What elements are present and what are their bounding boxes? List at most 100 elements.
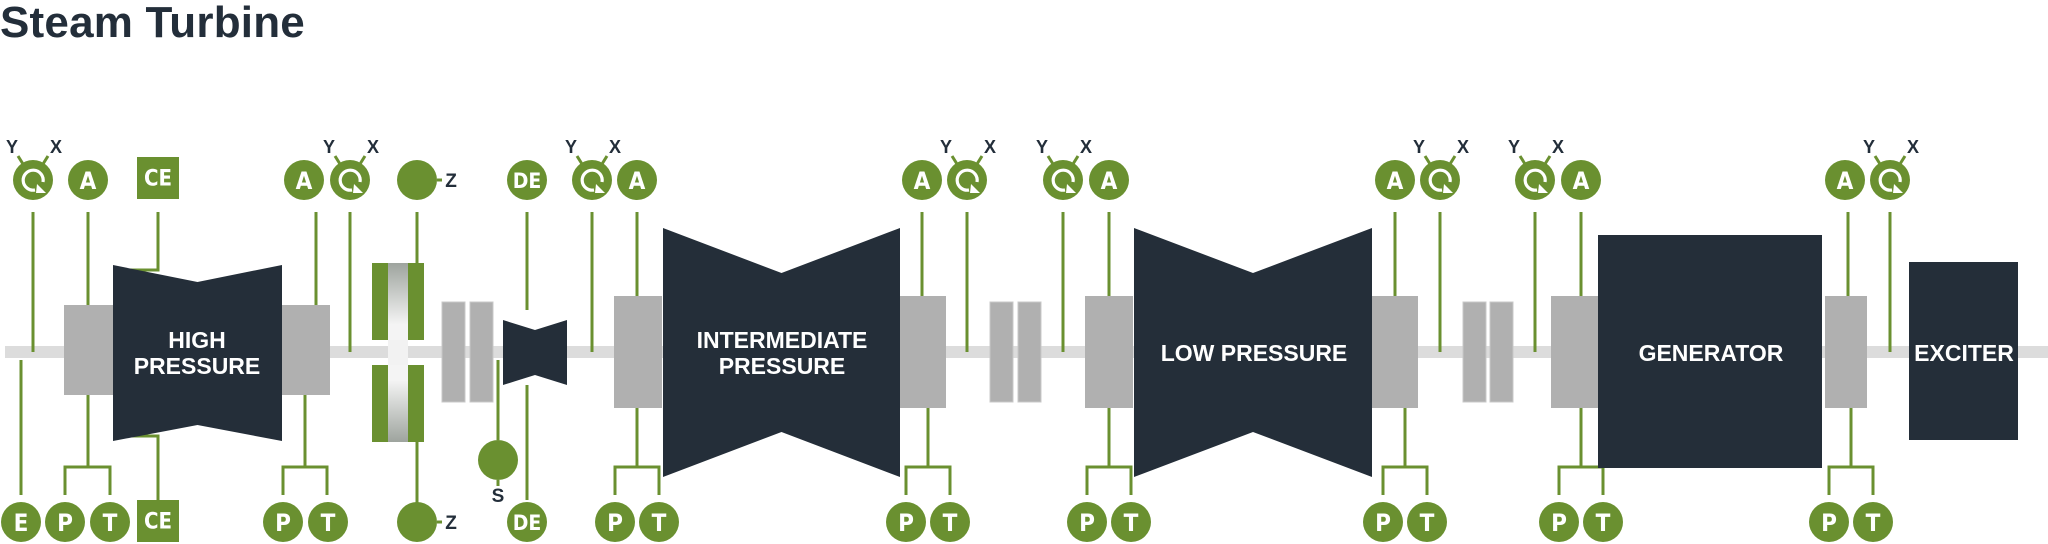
sensor-p[interactable]: P [1067, 502, 1107, 542]
sensor-a[interactable]: A [1375, 160, 1415, 200]
sensor-p-circle [595, 502, 635, 542]
sensor-a[interactable]: A [1089, 160, 1129, 200]
sensor-a[interactable]: A [284, 160, 324, 200]
bearing-ip-left [614, 296, 662, 408]
sensor-a-label: A [1101, 167, 1118, 195]
sensor-ce-top-box [137, 157, 179, 199]
rotation-arrowhead-icon [1893, 184, 1903, 193]
sensor-t[interactable]: T [308, 502, 348, 542]
rotation-icon [338, 168, 362, 192]
axis-label-y: Y [940, 137, 952, 157]
sensor-line-ce-bottom [118, 434, 160, 500]
sensor-p-label: P [1821, 509, 1837, 537]
pump-turbine [503, 320, 567, 385]
sensor-p-label: P [57, 509, 73, 537]
axis-label-z: Z [445, 513, 457, 534]
sensor-a[interactable]: A [68, 160, 108, 200]
x-probe-icon [1448, 155, 1457, 165]
sensor-z-bottom[interactable]: Z [397, 502, 457, 542]
sensor-t-circle [1407, 502, 1447, 542]
component-label-ip: PRESSURE [719, 353, 846, 379]
coupling-hp-ip-a [441, 301, 466, 403]
sensor-p[interactable]: P [1809, 502, 1849, 542]
sensor-ce-bottom[interactable]: CE [137, 500, 179, 542]
sensor-de-top-label: DE [513, 169, 542, 193]
sensor-p[interactable]: P [1539, 502, 1579, 542]
sensor-t[interactable]: T [1583, 502, 1623, 542]
sensor-p-label: P [1375, 509, 1391, 537]
sensor-p-label: P [275, 509, 291, 537]
sensor-a-circle [902, 160, 942, 200]
sensor-a[interactable]: A [902, 160, 942, 200]
sensor-p-label: P [607, 509, 623, 537]
sensor-de-bottom-label: DE [513, 511, 542, 535]
sensor-p[interactable]: P [595, 502, 635, 542]
sensor-t-circle [930, 502, 970, 542]
sensor-line-pt-fork [1381, 465, 1429, 495]
sensor-line-pt-fork [1827, 465, 1875, 495]
sensor-p[interactable]: P [1363, 502, 1403, 542]
sensor-p-circle [886, 502, 926, 542]
sensor-a[interactable]: A [617, 160, 657, 200]
rotation-arrowhead-icon [970, 184, 980, 193]
sensor-de-bottom[interactable]: DE [507, 502, 547, 542]
bearing-ip-right [900, 296, 946, 408]
sensor-p[interactable]: P [886, 502, 926, 542]
sensor-speed[interactable]: S [478, 440, 518, 507]
y-probe-icon [333, 155, 342, 165]
turbine-high-pressure [113, 265, 282, 441]
sensor-ce-top-label: CE [144, 167, 172, 192]
sensor-ce-bottom-label: CE [144, 510, 172, 535]
sensor-de-top[interactable]: DE [507, 160, 547, 200]
sensor-t[interactable]: T [90, 502, 130, 542]
turbine-intermediate-pressure [663, 228, 900, 477]
sensor-de-bottom-circle [507, 502, 547, 542]
sensor-p-label: P [1551, 509, 1567, 537]
sensor-a-label: A [1837, 167, 1854, 195]
sensor-p[interactable]: P [45, 502, 85, 542]
sensor-p-label: P [1079, 509, 1095, 537]
sensor-t[interactable]: T [1853, 502, 1893, 542]
sensor-a-circle [1375, 160, 1415, 200]
component-label-exc: EXCITER [1914, 340, 2014, 366]
component-label-hp: PRESSURE [134, 353, 261, 379]
coupling-ip-lp-b [1017, 301, 1042, 403]
y-probe-icon [1046, 155, 1055, 165]
sensor-t[interactable]: T [639, 502, 679, 542]
sensor-p-circle [263, 502, 303, 542]
y-probe-icon [1873, 155, 1882, 165]
rotation-icon [1523, 168, 1547, 192]
sensor-a[interactable]: A [1825, 160, 1865, 200]
sensor-t[interactable]: T [930, 502, 970, 542]
sensor-t-label: T [103, 509, 118, 537]
component-label-gen: GENERATOR [1639, 340, 1784, 366]
rotation-arrowhead-icon [1538, 184, 1548, 193]
sensor-a[interactable]: A [1561, 160, 1601, 200]
rotation-arrowhead-icon [1066, 184, 1076, 193]
sensor-ce-top[interactable]: CE [137, 157, 179, 199]
vibration-circle [1870, 160, 1910, 200]
rotation-arrowhead-icon [353, 184, 363, 193]
sensor-e[interactable]: E [1, 502, 41, 542]
axis-label-x: X [609, 137, 621, 157]
sensor-t[interactable]: T [1111, 502, 1151, 542]
sensor-t[interactable]: T [1407, 502, 1447, 542]
sensor-ce-bottom-box [137, 500, 179, 542]
axis-label-y: Y [1863, 137, 1875, 157]
sensor-p[interactable]: P [263, 502, 303, 542]
y-probe-icon [575, 155, 584, 165]
sensor-line-pt [88, 465, 112, 495]
sensor-a-circle [617, 160, 657, 200]
sensor-z-top[interactable]: Z [397, 160, 457, 200]
x-probe-icon [975, 155, 984, 165]
sensor-p-circle [1363, 502, 1403, 542]
x-probe-icon [1898, 155, 1907, 165]
